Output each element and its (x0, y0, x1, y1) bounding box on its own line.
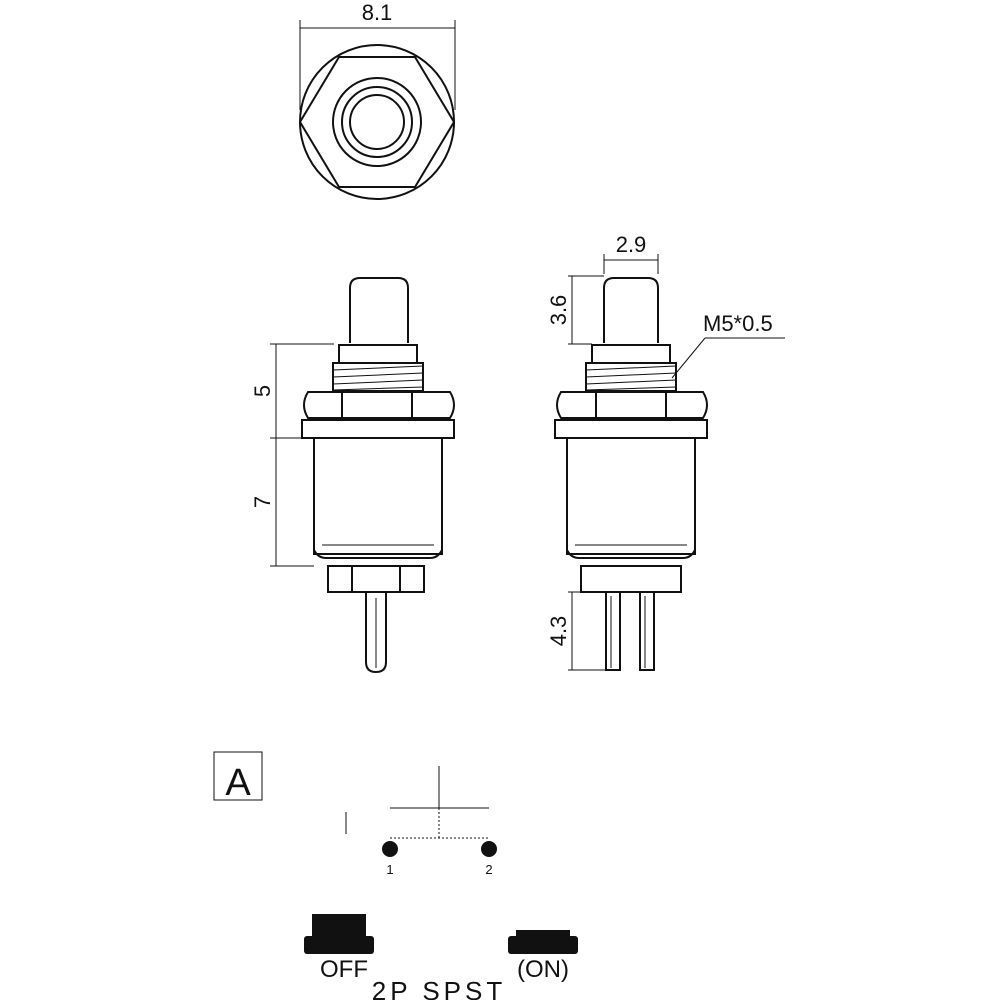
on-label: (ON) (517, 956, 569, 983)
bushing-inner-ring (341, 86, 413, 158)
terminal-2-side (639, 591, 655, 671)
hex-nut (303, 391, 455, 419)
terminal-length-dim: 4.3 (546, 616, 571, 647)
contact-1 (382, 841, 398, 857)
washer (301, 419, 455, 439)
actuator-height-dim: 3.6 (546, 295, 571, 326)
pin-1-label: 1 (386, 862, 393, 877)
actuator-side (603, 277, 659, 343)
center-pin (365, 592, 387, 674)
side-view: 2.9 3.6 M5*0.5 (546, 232, 785, 671)
label-box (213, 751, 263, 801)
terminal-left (327, 565, 353, 593)
hex-nut-top (298, 56, 456, 188)
body-height-dim: 7 (250, 496, 275, 508)
terminal-1-side (605, 591, 621, 671)
pin-2-label: 2 (485, 862, 492, 877)
front-view: 5 7 (250, 277, 455, 674)
top-view: 8.1 (298, 0, 456, 200)
state-symbols: OFF (ON) 2P SPST (304, 914, 578, 1000)
bushing-collar-side (591, 344, 671, 364)
schematic-label: A (225, 762, 251, 804)
hex-nut-side (556, 391, 708, 419)
switch-body-side (566, 437, 696, 555)
contact-2 (481, 841, 497, 857)
terminal-right (399, 565, 425, 593)
type-label: 2P SPST (372, 976, 506, 1000)
switch-body (313, 437, 443, 555)
washer-side (554, 419, 708, 439)
bushing-height-dim: 5 (250, 385, 275, 397)
threaded-bushing (332, 362, 424, 392)
off-button-symbol (312, 914, 366, 940)
bushing-ring (332, 77, 422, 167)
off-label: OFF (320, 956, 368, 983)
actuator-width-dim: 2.9 (616, 232, 647, 257)
hex-width-dim: 8.1 (362, 0, 393, 25)
schematic: A 1 2 (213, 751, 497, 877)
threaded-bushing-side (585, 362, 677, 392)
terminal-base-side (580, 565, 682, 593)
thread-dim: M5*0.5 (703, 311, 773, 336)
actuator (349, 277, 409, 343)
bushing-collar (338, 344, 418, 364)
actuator-top (349, 94, 405, 150)
flange-outline (299, 44, 455, 200)
